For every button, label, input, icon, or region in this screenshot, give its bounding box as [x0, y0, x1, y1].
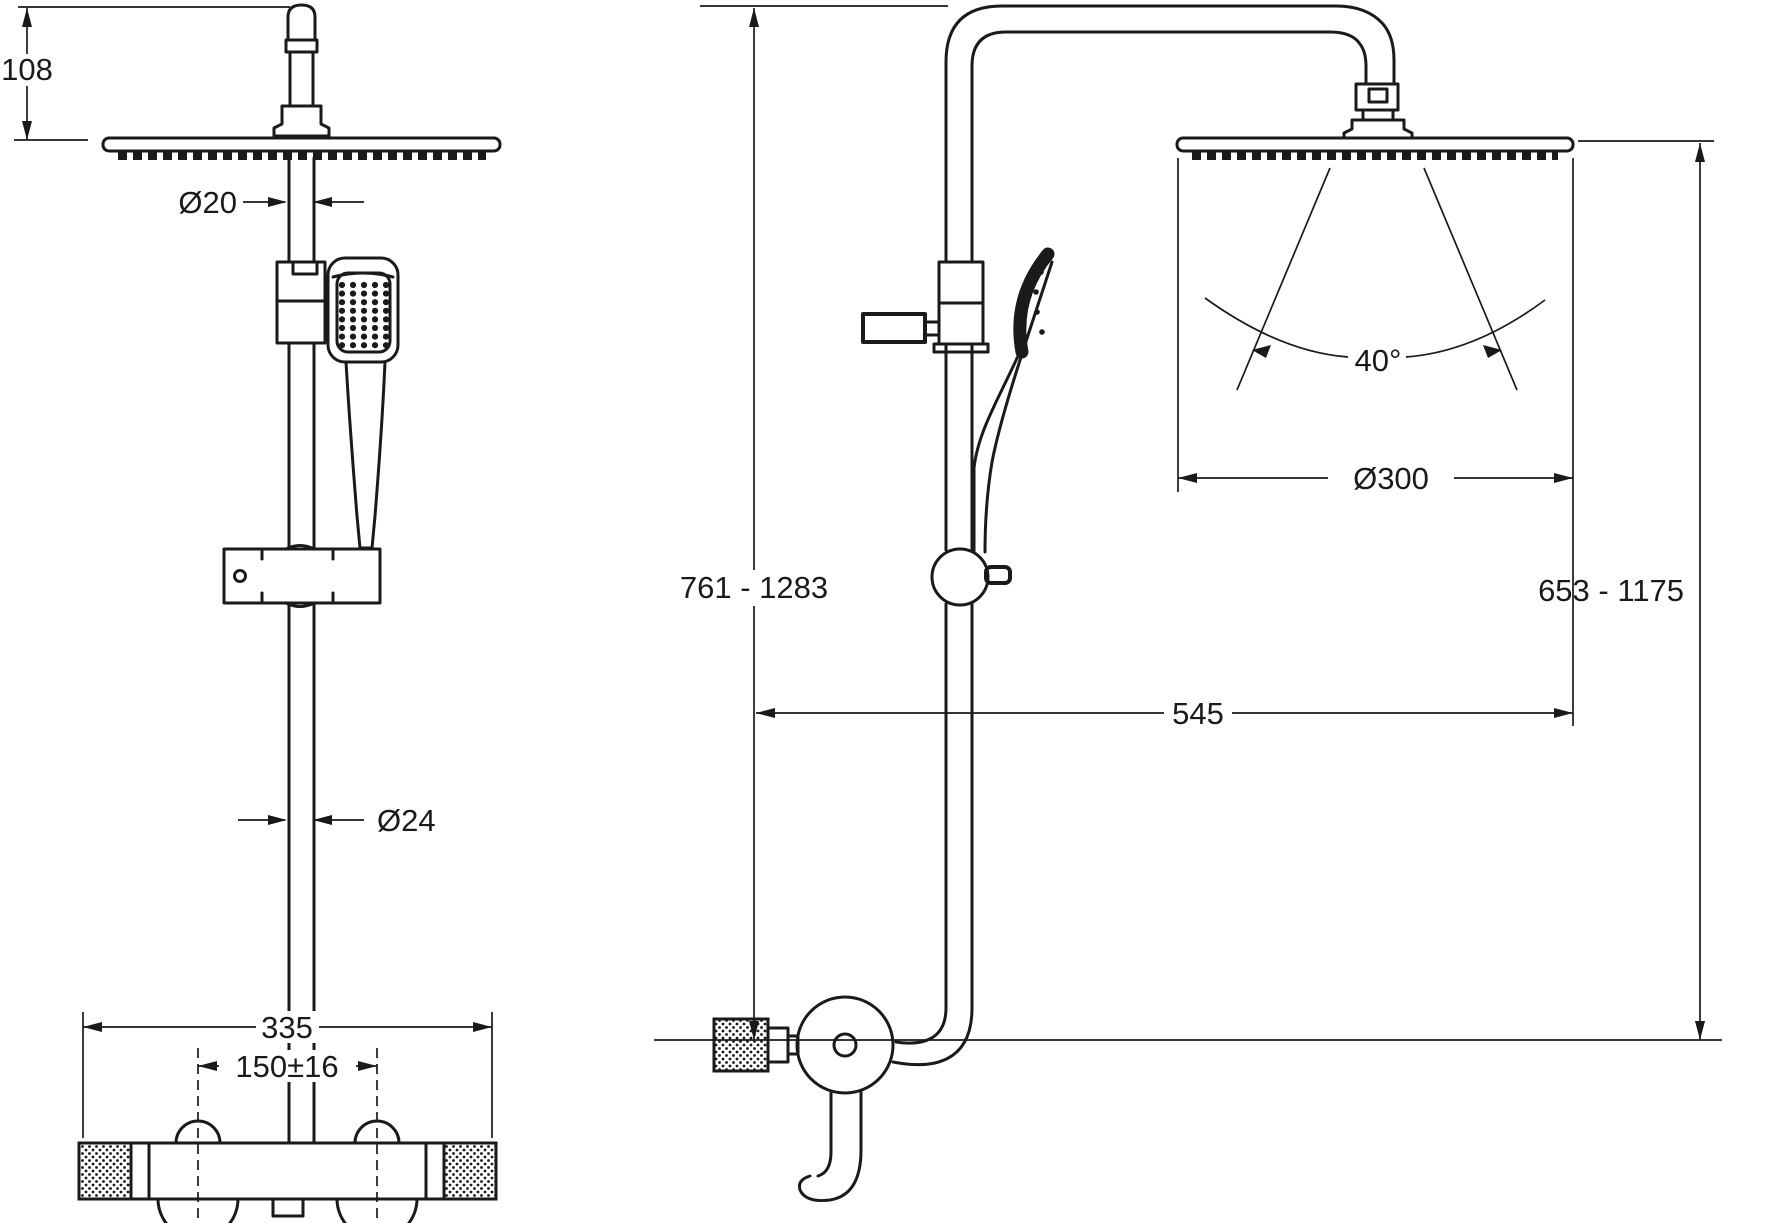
hand-shower-front [326, 256, 400, 550]
mixer-left-handle [77, 1141, 133, 1201]
dim-horizontal-reach: 545 [756, 696, 1573, 731]
dim-inlet-spacing: 150±16 [197, 1048, 378, 1223]
mixer-flange [795, 995, 895, 1095]
diverter-side [861, 260, 990, 354]
rail-clamp-front [275, 260, 327, 345]
dim-overall-height-range: 761 - 1283 [672, 5, 948, 1040]
dim-label-mixer-width: 335 [261, 1010, 313, 1045]
slider-pin [984, 565, 1012, 585]
dim-label-horizontal-reach: 545 [1172, 696, 1224, 731]
dim-spray-angle: 40° [1204, 167, 1546, 391]
dim-label-spray-angle: 40° [1355, 343, 1402, 378]
shower-rail-side [944, 4, 1396, 1010]
dim-label-head-offset: 108 [1, 52, 53, 87]
hand-shower-holder-front [222, 544, 382, 608]
dim-mixer-width: 335 [82, 1010, 493, 1138]
dim-label-arm-diameter: Ø20 [178, 185, 237, 220]
dim-label-head-height-range: 653 - 1175 [1538, 573, 1684, 608]
front-view-drawing: 108 Ø20 Ø24 335 [1, 3, 502, 1223]
shower-rail-front [287, 156, 316, 1145]
mixer-side-handle [712, 1017, 770, 1073]
dim-label-overall-height-range: 761 - 1283 [680, 570, 828, 605]
diverter-lever [861, 312, 927, 344]
dim-rail-diameter: Ø24 [238, 803, 436, 838]
dim-label-head-diameter: Ø300 [1353, 461, 1429, 496]
dim-label-inlet-spacing: 150±16 [235, 1049, 338, 1084]
dim-head-diameter: Ø300 [1177, 158, 1574, 726]
dim-head-height-range: 653 - 1175 [1538, 140, 1714, 1040]
rain-shower-head-side [1175, 136, 1575, 160]
slider-knob-side [930, 547, 1012, 607]
head-connector-side [1342, 82, 1414, 140]
hand-shower-side [972, 247, 1055, 554]
dim-head-offset: 108 [1, 6, 290, 141]
spray-line-right [1423, 167, 1518, 391]
riser-top-cap-front [272, 3, 331, 138]
mixer-valve-side [712, 995, 974, 1202]
hand-shower-nozzles [338, 281, 390, 349]
mixer-valve-front [77, 1119, 498, 1223]
dim-label-rail-diameter: Ø24 [377, 803, 436, 838]
side-view-drawing: 40° [654, 4, 1722, 1202]
dim-arm-diameter: Ø20 [178, 185, 364, 220]
spray-line-left [1236, 167, 1331, 391]
mixer-outlet [271, 1197, 305, 1218]
mixer-right-handle [442, 1141, 498, 1201]
rain-shower-head-front [101, 136, 502, 160]
